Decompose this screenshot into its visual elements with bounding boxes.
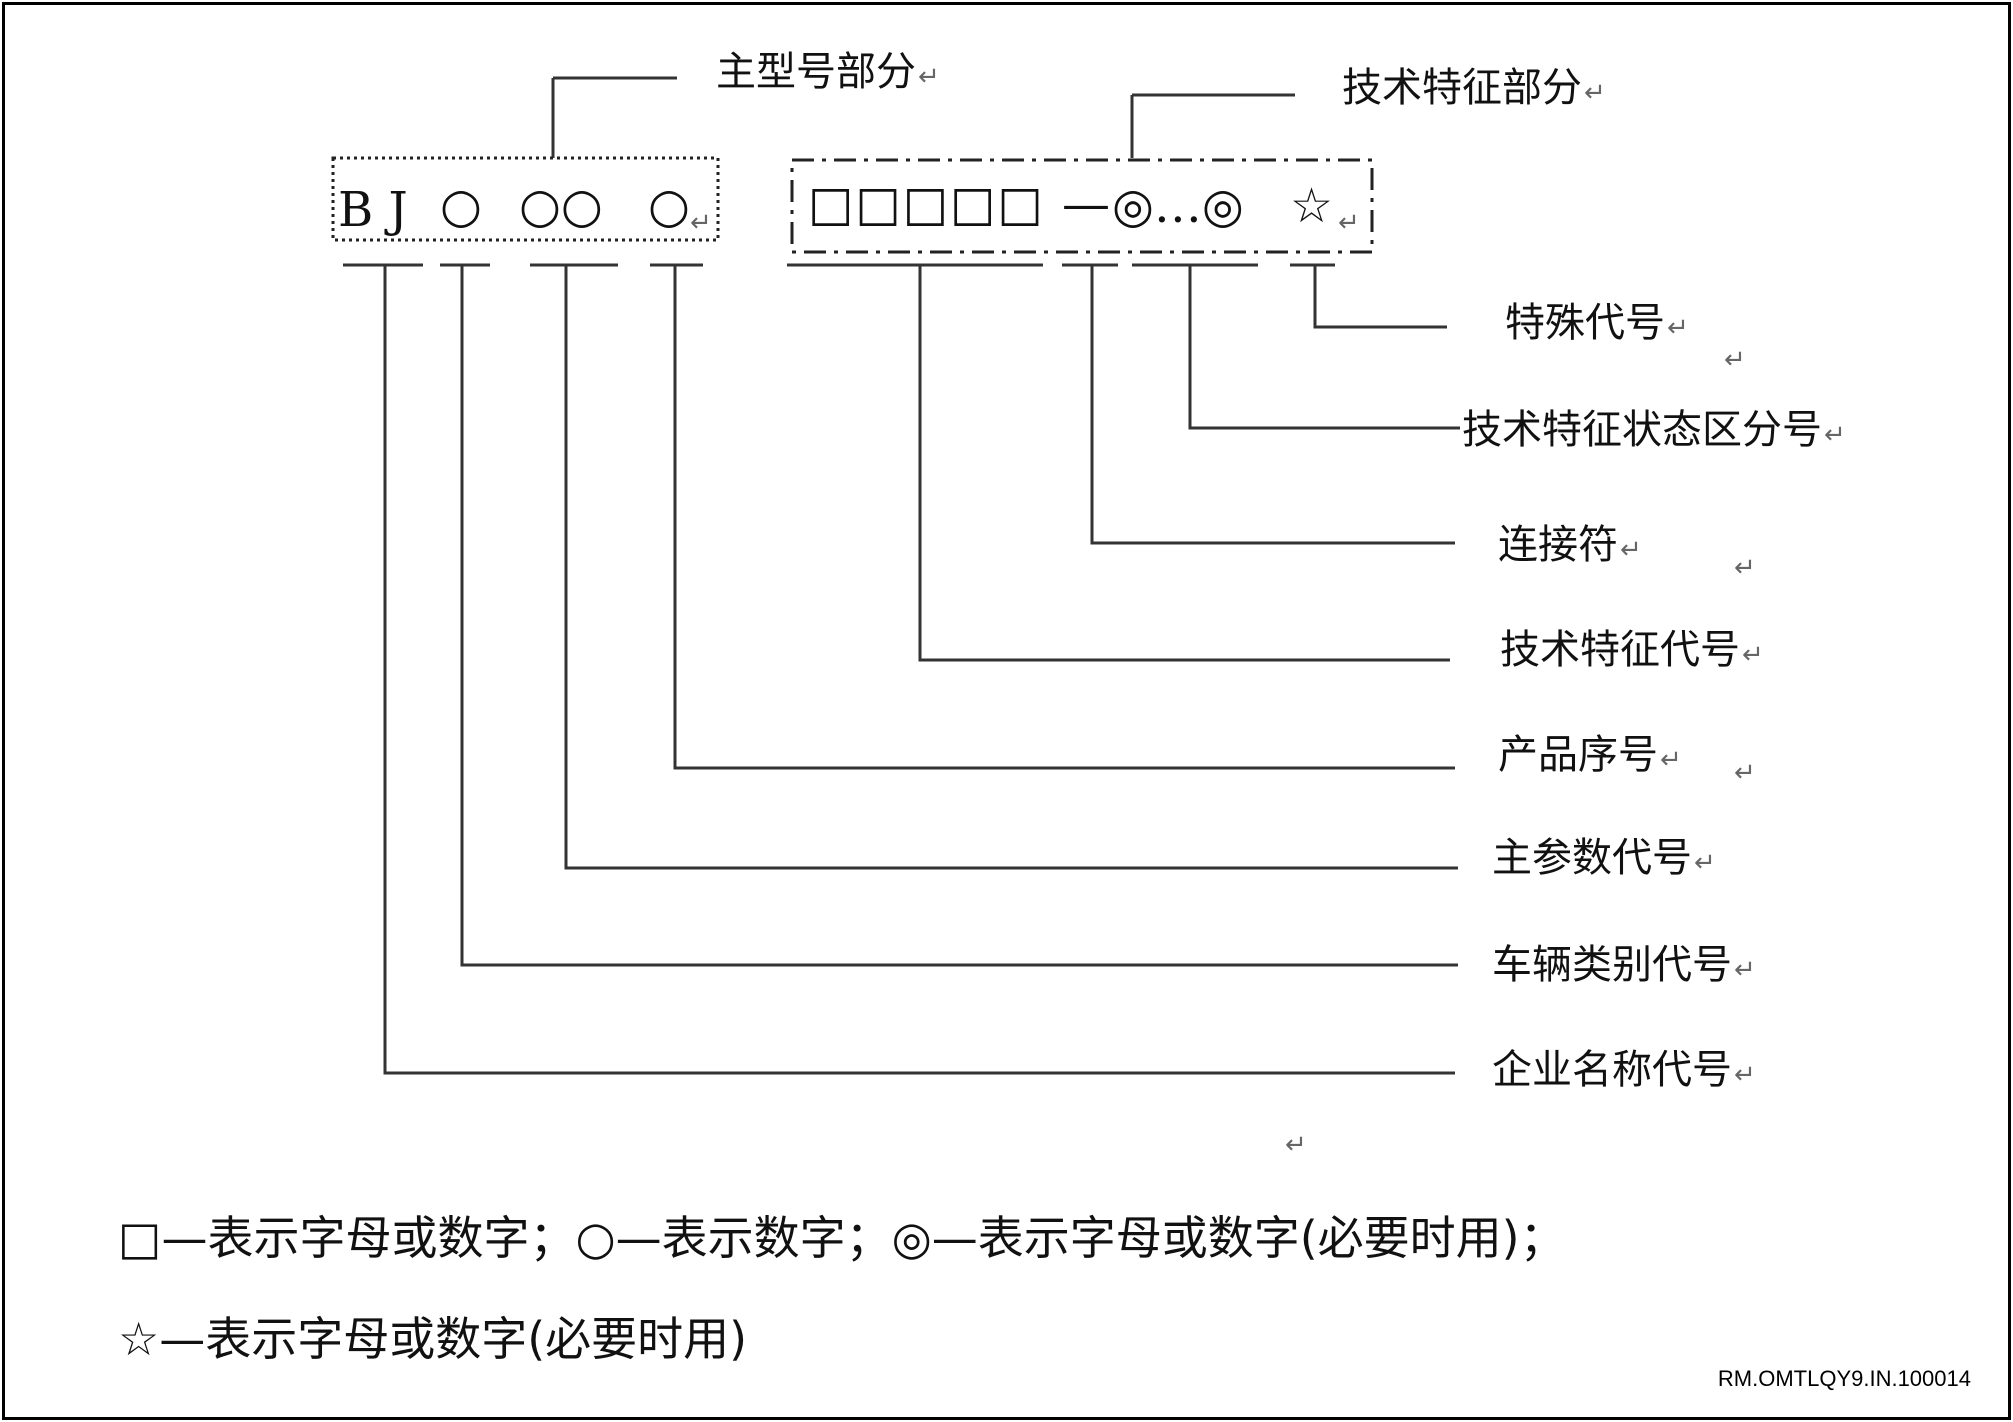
leader-main-param [564,265,1458,870]
tech-code-double-circles: ◎…◎ [1112,178,1244,234]
tech-code-star: ☆ [1290,178,1334,234]
leader-state-number [1188,265,1460,430]
legend-line-1: □—表示字母或数字；○—表示数字；◎—表示字母或数字(必要时用)； [118,1211,1566,1265]
return-mark: ↵ [690,208,712,238]
main-code-circles-2: ○○ [519,178,603,234]
field-label-main-param: 主参数代号↵ [1492,835,1716,881]
main-code-circle-1: ○ [440,178,482,234]
field-label-serial-number: 产品序号↵ [1498,732,1682,778]
return-mark: ↵ [1734,758,1756,788]
main-part-label: 主型号部分↵ [716,49,940,95]
main-code-circle-3: ○ [648,178,690,234]
leader-connector [1090,265,1455,545]
tech-part-label: 技术特征部分↵ [1342,65,1606,111]
return-mark: ↵ [1285,1130,1307,1160]
main-code-letters: B J [338,182,408,238]
field-label-enterprise: 企业名称代号↵ [1492,1047,1756,1093]
legend-line-2: ☆—表示字母或数字(必要时用) [118,1312,748,1366]
tech-code-squares: □□□□□ [808,176,1045,232]
field-label-state-number: 技术特征状态区分号↵ [1462,407,1846,453]
field-label-vehicle-class: 车辆类别代号↵ [1492,942,1756,988]
field-label-connector: 连接符↵ [1498,522,1642,568]
return-mark: ↵ [1734,553,1756,583]
leader-enterprise [383,265,1455,1075]
field-label-special-code: 特殊代号↵ [1505,300,1689,346]
main-code-box [331,156,720,242]
leader-serial-number [673,265,1455,770]
tech-code-dash: — [1062,176,1110,232]
leader-tech-code [918,265,1450,662]
leader-vehicle-class [460,265,1458,967]
return-mark: ↵ [1724,345,1746,375]
reference-code: RM.OMTLQY9.IN.100014 [1717,1366,1971,1391]
field-label-tech-code: 技术特征代号↵ [1500,627,1764,673]
leader-special-code [1313,265,1447,329]
return-mark: ↵ [1338,208,1360,238]
